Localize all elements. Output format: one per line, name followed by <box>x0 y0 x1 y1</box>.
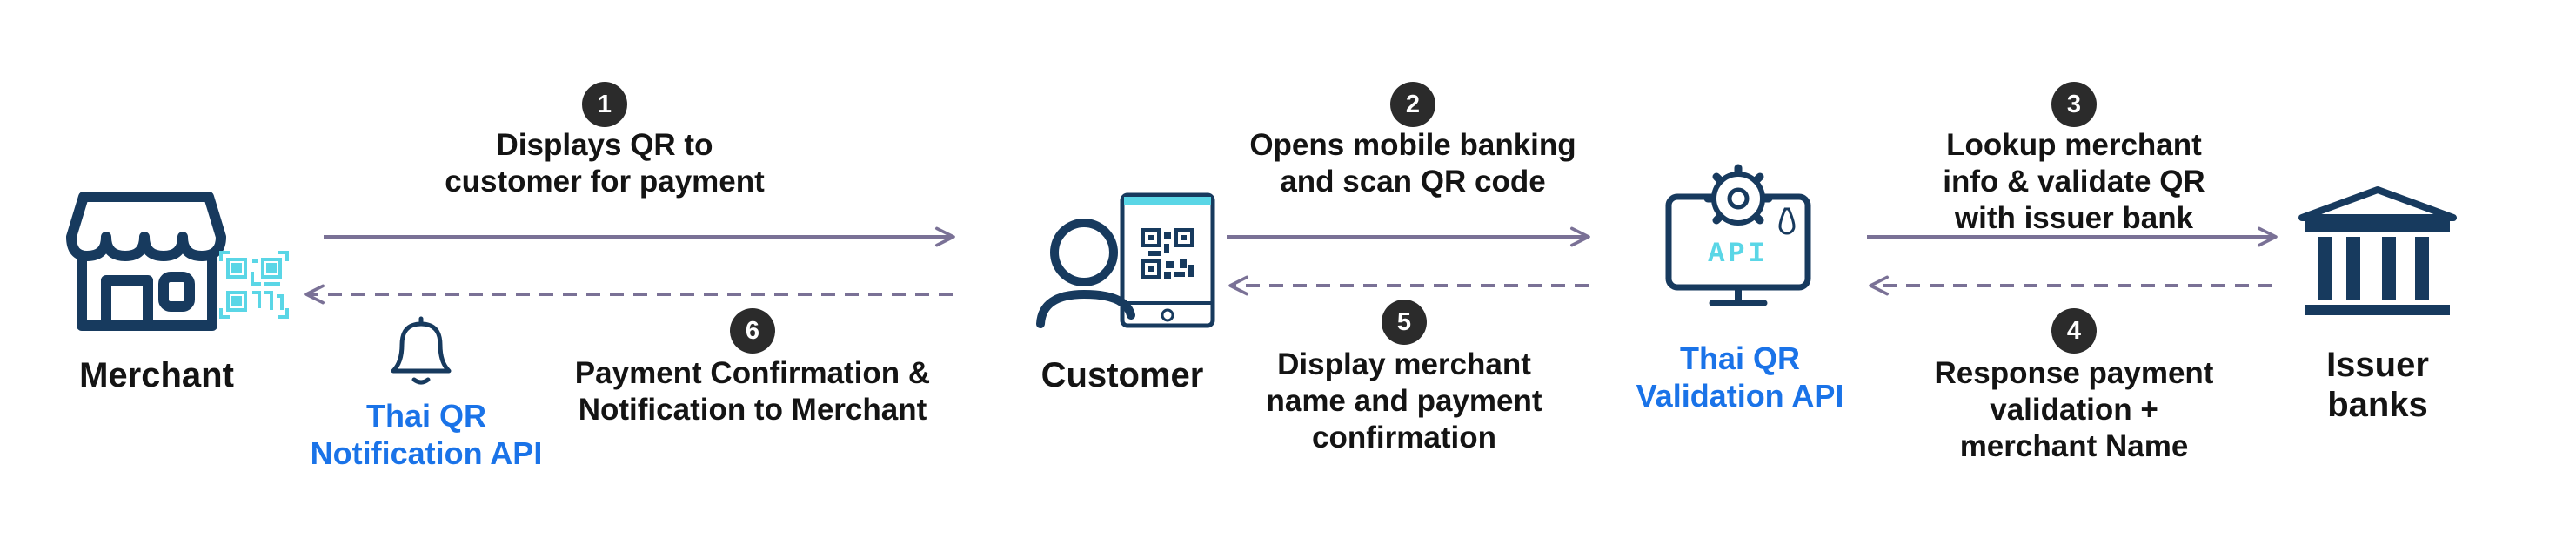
bell-icon <box>391 316 452 385</box>
storefront-icon <box>66 192 226 331</box>
person-icon <box>1036 219 1135 328</box>
merchant-label: Merchant <box>79 356 234 394</box>
step-6-badge: 6 <box>730 308 775 354</box>
step-2-text: Opens mobile banking and scan QR code <box>1249 128 1576 199</box>
step-1-badge: 1 <box>582 82 627 127</box>
bank-building-icon <box>2298 186 2457 315</box>
notification-api-label: Thai QR Notification API <box>310 398 543 471</box>
step-6-text: Payment Confirmation & Notification to M… <box>574 356 931 427</box>
step-3-badge: 3 <box>2051 82 2097 127</box>
step-4-text: Response payment validation + merchant N… <box>1934 356 2214 463</box>
step-4-badge: 4 <box>2051 308 2097 354</box>
qr-code-icon <box>219 251 289 319</box>
phone-qr-icon <box>1120 192 1215 328</box>
issuer-label: Issuer banks <box>2326 346 2429 424</box>
monitor-api-icon: API <box>1665 164 1811 306</box>
step-5-badge: 5 <box>1382 300 1427 345</box>
step-3-text: Lookup merchant info & validate QR with … <box>1943 128 2205 235</box>
step-2-badge: 2 <box>1390 82 1435 127</box>
step-1-text: Displays QR to customer for payment <box>445 128 765 199</box>
validation-api-label: Thai QR Validation API <box>1636 340 1844 414</box>
customer-label: Customer <box>1040 356 1204 394</box>
api-screen-text: API <box>1708 238 1769 270</box>
step-5-text: Display merchant name and payment confir… <box>1266 347 1542 455</box>
